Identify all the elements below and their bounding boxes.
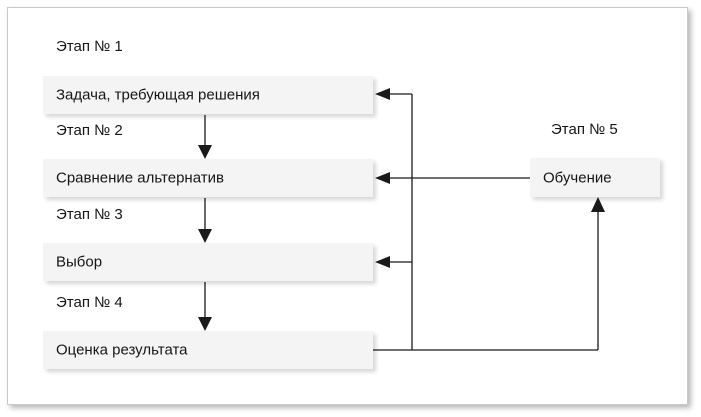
- learning-arrow-to-step-2: [375, 172, 530, 184]
- feedback-arrow-to-step-3: [375, 256, 412, 268]
- arrow-to-learning: [591, 197, 605, 350]
- process-box-task-label: Задача, требующая решения: [56, 86, 260, 104]
- feedback-trunk: [373, 94, 598, 351]
- flow-arrow-3-to-4: [198, 282, 212, 331]
- step-caption-4: Этап № 4: [56, 294, 123, 311]
- flow-arrow-1-to-2: [198, 115, 212, 159]
- process-box-evaluation: Оценка результата: [43, 331, 373, 369]
- process-box-choice: Выбор: [43, 243, 373, 281]
- step-caption-3: Этап № 3: [56, 206, 123, 223]
- step-caption-5: Этап № 5: [551, 121, 618, 138]
- flow-arrow-2-to-3: [198, 198, 212, 243]
- process-box-compare-label: Сравнение альтернатив: [56, 169, 224, 187]
- process-box-evaluation-label: Оценка результата: [56, 341, 188, 359]
- process-box-choice-label: Выбор: [56, 253, 103, 271]
- process-box-compare: Сравнение альтернатив: [43, 159, 373, 197]
- process-box-learning-label: Обучение: [543, 169, 612, 186]
- step-caption-2: Этап № 2: [56, 122, 123, 139]
- process-box-learning: Обучение: [530, 158, 660, 197]
- process-box-task: Задача, требующая решения: [43, 76, 373, 114]
- step-caption-1: Этап № 1: [56, 38, 123, 55]
- feedback-arrow-to-step-1: [375, 88, 412, 100]
